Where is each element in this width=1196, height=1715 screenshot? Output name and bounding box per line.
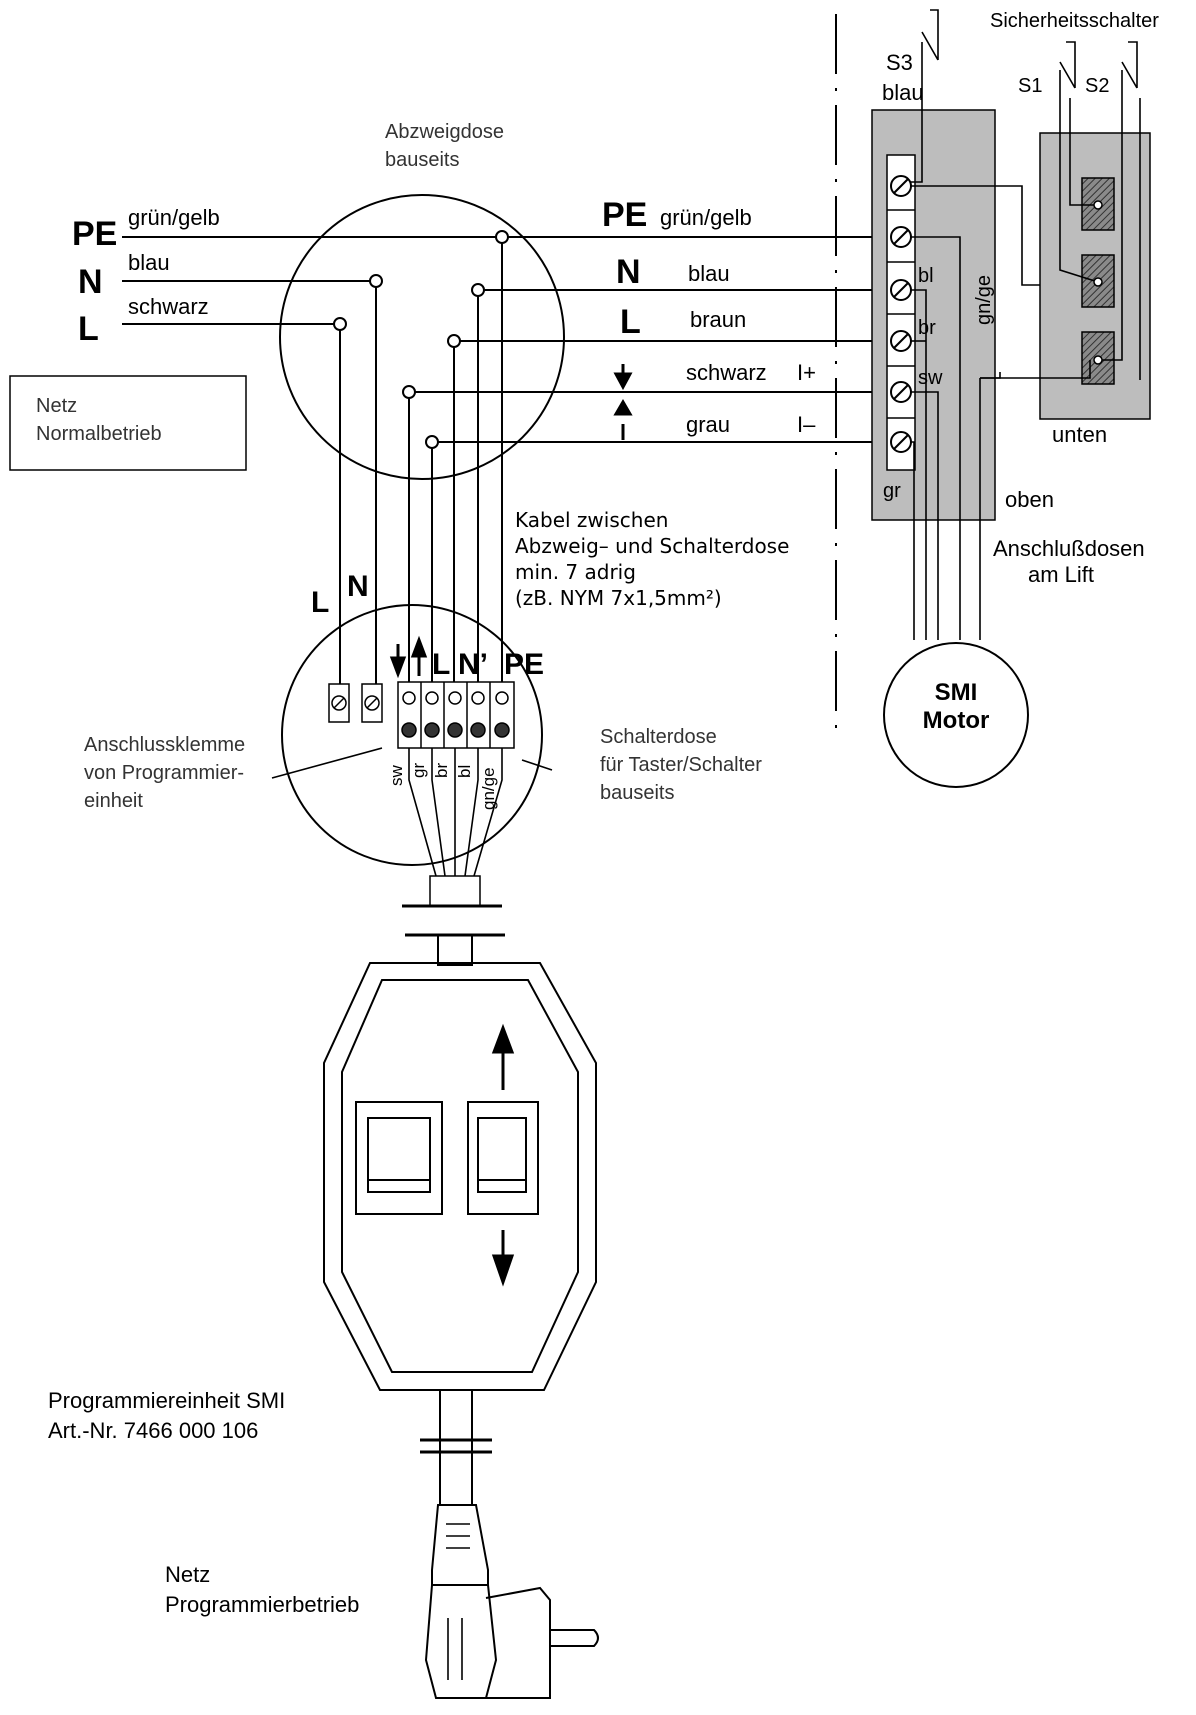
programmer-line1: Programmiereinheit SMI	[48, 1388, 285, 1413]
wire-labels-right: PE grün/gelb N blau L braun schwarz I+ g…	[602, 196, 816, 440]
wire-code-gnge: gn/ge	[479, 767, 498, 810]
safety-switch-box: Sicherheitsschalter S1 S2 unten	[980, 10, 1159, 447]
wire-l-symbol: L	[620, 303, 641, 341]
terminal-code-bl: bl	[918, 265, 934, 287]
terminal-code-sw: sw	[918, 367, 943, 389]
cable-gland	[429, 875, 481, 907]
s2-label: S2	[1085, 75, 1109, 97]
up-arrow-icon	[613, 399, 633, 440]
wire-l-color: braun	[690, 307, 746, 332]
s3-switch	[910, 9, 939, 183]
switchbox-down-arrow-icon	[389, 644, 407, 679]
wire-code-bl: bl	[455, 765, 474, 778]
junction-box-title: Abzweigdose	[385, 121, 504, 143]
plug-caption-line2: Programmierbetrieb	[165, 1592, 359, 1617]
switchbox-caption-line3: bauseits	[600, 782, 675, 804]
wire-code-sw: sw	[387, 765, 406, 787]
n-label: N	[78, 263, 103, 301]
programming-unit: Programmiereinheit SMI Art.-Nr. 7466 000…	[48, 933, 597, 1505]
motor-line1: SMI	[935, 679, 978, 706]
n-color-label: blau	[128, 250, 170, 275]
cable-note-line3: min. 7 adrig	[515, 560, 636, 584]
wire-code-br: br	[432, 763, 451, 778]
terminal-caption-line3: einheit	[84, 790, 143, 812]
switchbox-n-label: N	[347, 570, 369, 603]
mains-input: PE grün/gelb N blau L schwarz	[72, 205, 502, 348]
lift-terminal-box: bl br sw gr gn/ge S3 blau oben Anschlußd…	[871, 9, 1145, 640]
s1-label: S1	[1018, 75, 1042, 97]
junction-box: Abzweigdose bauseits	[279, 121, 905, 685]
terminal-code-br: br	[918, 317, 936, 339]
lift-caption-line1: Anschlußdosen	[993, 536, 1145, 561]
junction-box-subtitle: bauseits	[385, 149, 460, 171]
wire-gr-suffix: I–	[797, 412, 816, 437]
wire-code-gr: gr	[409, 763, 428, 778]
terminal-caption: Anschlussklemme von Programmier- einheit	[84, 734, 553, 812]
programmer-line2: Art.-Nr. 7466 000 106	[48, 1418, 258, 1443]
terminal-code-gnge: gn/ge	[973, 275, 995, 325]
switchbox-caption-line2: für Taster/Schalter	[600, 754, 762, 776]
cable-note: Kabel zwischen Abzweig– und Schalterdose…	[515, 508, 789, 610]
smi-motor: SMI Motor	[883, 642, 1029, 788]
pe-label: PE	[72, 215, 117, 253]
s3-label: S3	[886, 50, 913, 75]
switchbox-terminal-n-prime: N’	[458, 648, 488, 681]
cable-note-line1: Kabel zwischen	[515, 508, 668, 532]
cable-note-line2: Abzweig– und Schalterdose	[515, 534, 789, 558]
wire-sw-color: schwarz	[686, 360, 767, 385]
junction-box-circle	[279, 194, 565, 480]
switchbox-terminal-pe: PE	[504, 648, 544, 681]
unit-up-arrow-icon	[491, 1023, 515, 1090]
terminal-caption-line1: Anschlussklemme	[84, 734, 245, 756]
wire-sw-suffix: I+	[797, 360, 816, 385]
pe-color-label: grün/gelb	[128, 205, 220, 230]
switchbox-up-arrow-icon	[410, 635, 428, 676]
wire-gr-color: grau	[686, 412, 730, 437]
terminal-caption-line2: von Programmier-	[84, 762, 244, 784]
l-color-label: schwarz	[128, 294, 209, 319]
cable-note-line4: (zB. NYM 7x1,5mm²)	[515, 586, 722, 610]
down-arrow-icon	[613, 364, 633, 391]
terminal-code-gr: gr	[883, 480, 901, 502]
unten-label: unten	[1052, 422, 1107, 447]
switch-box: L N L N’ PE sw gr br bl gn/ge	[281, 570, 762, 908]
oben-label: oben	[1005, 487, 1054, 512]
wire-pe-color: grün/gelb	[660, 205, 752, 230]
lift-caption-line2: am Lift	[1028, 562, 1094, 587]
plug-caption-line1: Netz	[165, 1562, 210, 1587]
switchbox-terminal-l: L	[432, 648, 450, 681]
mains-plug: Netz Programmierbetrieb	[165, 1504, 599, 1699]
wire-n-symbol: N	[616, 253, 641, 291]
l-label: L	[78, 310, 99, 348]
safety-switch-title: Sicherheitsschalter	[990, 10, 1159, 32]
s3-color: blau	[882, 80, 924, 105]
wire-pe-symbol: PE	[602, 196, 647, 234]
switchbox-caption-line1: Schalterdose	[600, 726, 717, 748]
motor-line2: Motor	[923, 707, 990, 734]
netz-box-line2: Normalbetrieb	[36, 423, 162, 445]
netz-normalbetrieb-box: Netz Normalbetrieb	[9, 375, 247, 471]
wire-n-color: blau	[688, 261, 730, 286]
junction-nodes	[333, 230, 509, 449]
netz-box-line1: Netz	[36, 395, 77, 417]
unit-down-arrow-icon	[491, 1230, 515, 1287]
switchbox-l-label: L	[311, 586, 329, 619]
